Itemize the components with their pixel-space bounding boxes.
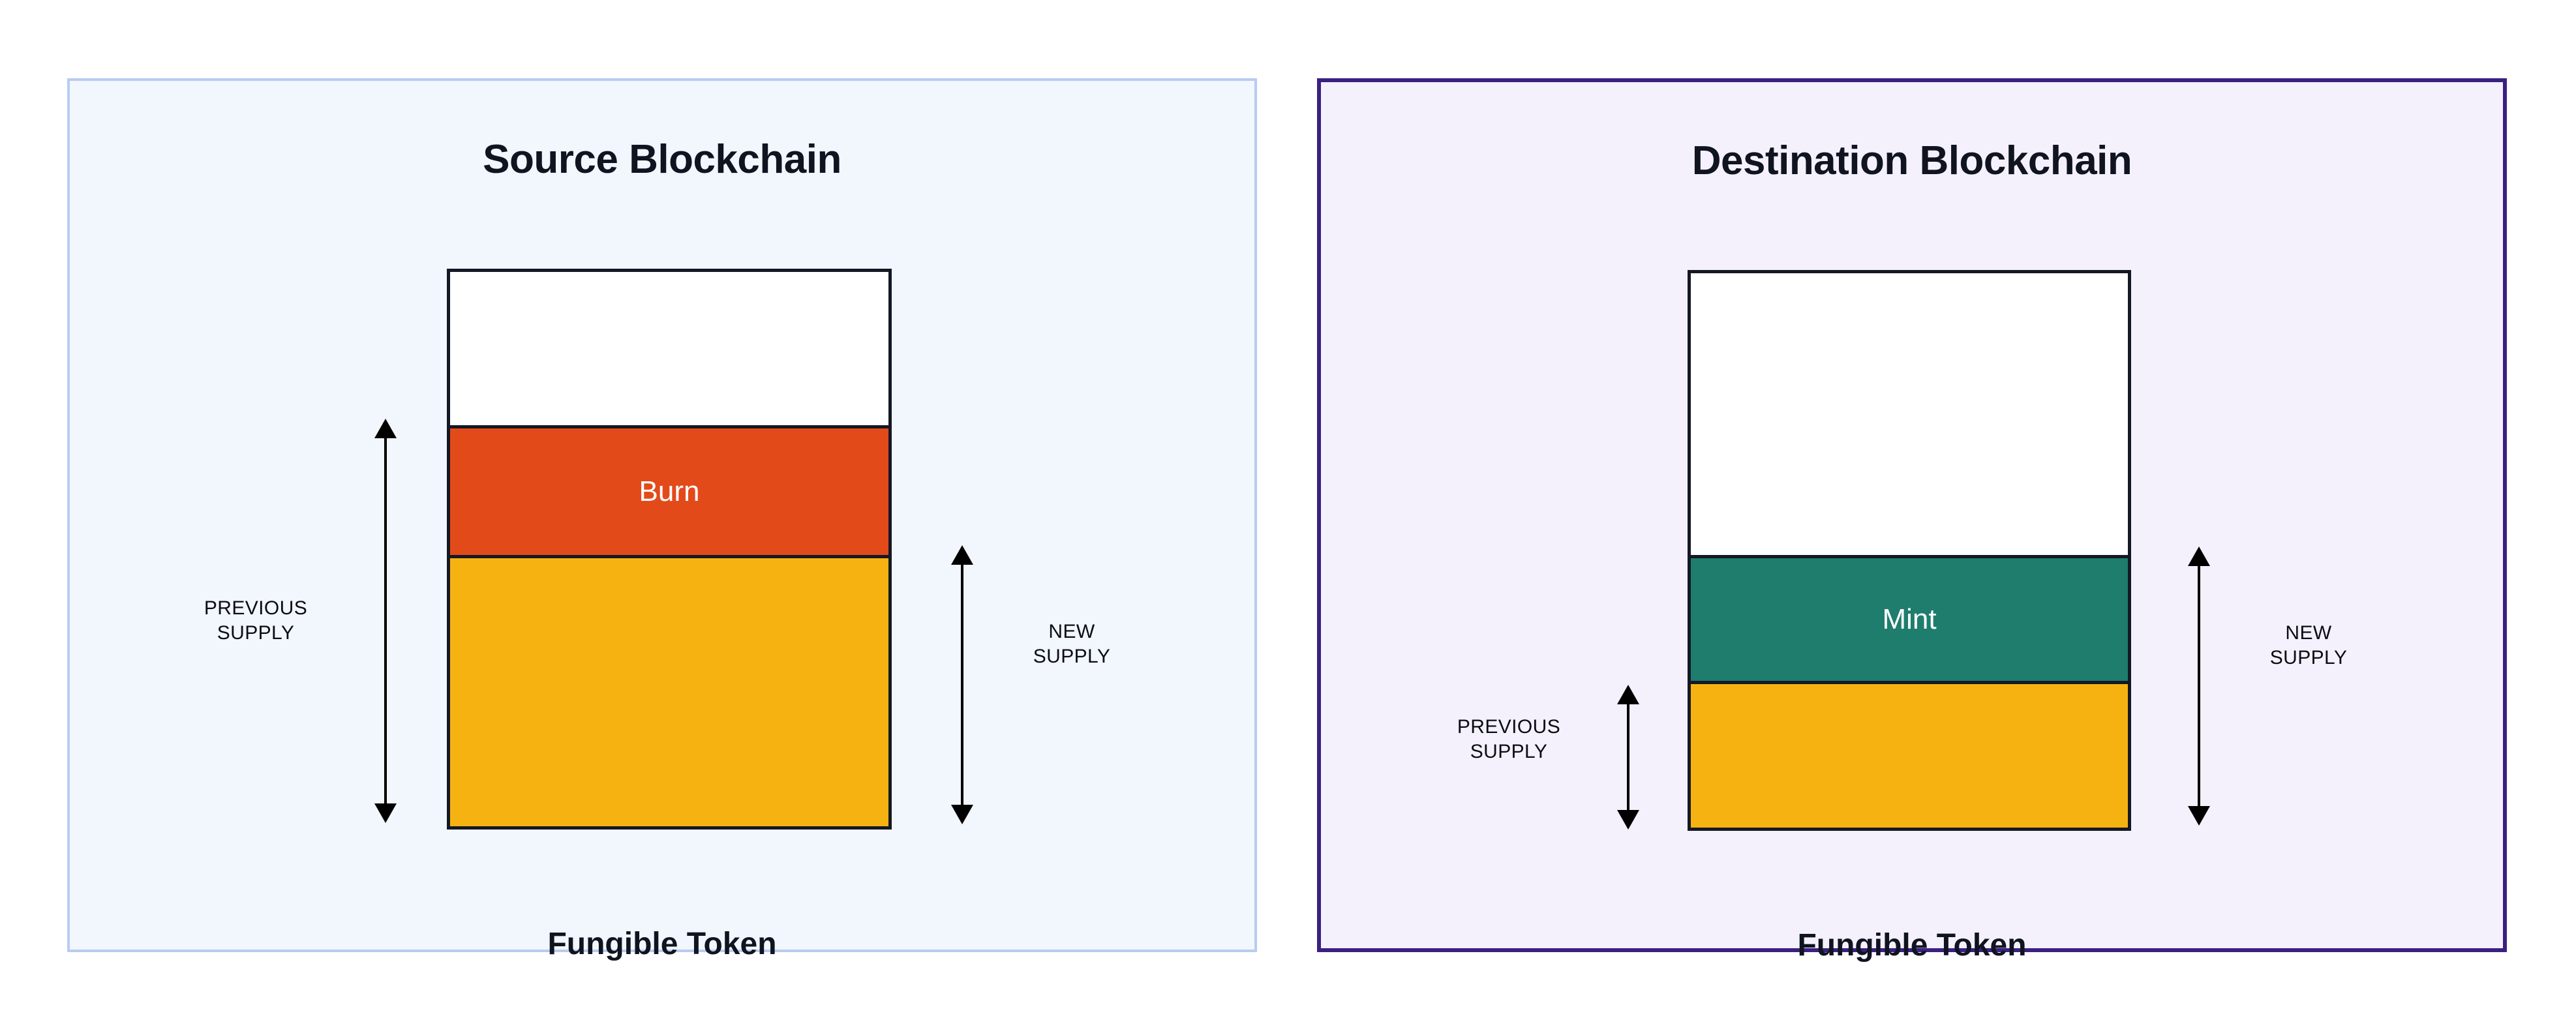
arrow-shaft <box>2198 558 2200 815</box>
destination-blockchain-panel: Destination Blockchain Mint PREVIOUS SUP… <box>1317 78 2507 963</box>
arrow-shaft <box>384 430 387 812</box>
destination-panel-footer-label: Fungible Token <box>1797 928 2027 963</box>
destination-bar-segment-previous-supply <box>1691 684 2128 828</box>
source-panel-title: Source Blockchain <box>483 137 841 182</box>
source-bar-segment-burn: Burn <box>450 425 888 558</box>
destination-previous-supply-label: PREVIOUS SUPPLY <box>1457 716 1561 763</box>
source-previous-supply-measure-arrow <box>371 419 401 823</box>
source-bar-segment-empty-headroom <box>450 272 888 425</box>
arrow-head-down-icon <box>1617 810 1639 830</box>
destination-new-supply-measure-arrow <box>2184 546 2214 826</box>
destination-bar-segment-empty-headroom <box>1691 273 2128 555</box>
arrow-shaft <box>1627 696 1629 818</box>
source-panel-footer-label: Fungible Token <box>547 927 777 961</box>
destination-panel-title: Destination Blockchain <box>1691 138 2132 183</box>
source-new-supply-measure-arrow <box>947 545 977 824</box>
arrow-head-down-icon <box>951 805 973 824</box>
source-blockchain-panel: Source Blockchain Burn PREVIOUS SUPPLY N… <box>67 78 1257 961</box>
source-supply-bar: Burn <box>447 269 892 830</box>
destination-bar-segment-mint: Mint <box>1691 555 2128 684</box>
source-new-supply-label: NEW SUPPLY <box>1033 621 1111 668</box>
destination-previous-supply-measure-arrow <box>1613 685 1643 830</box>
source-previous-supply-label: PREVIOUS SUPPLY <box>204 597 308 644</box>
arrow-head-down-icon <box>374 803 397 823</box>
destination-supply-bar: Mint <box>1688 270 2131 831</box>
arrow-head-down-icon <box>2188 806 2210 826</box>
arrow-shaft <box>961 556 963 813</box>
destination-new-supply-label: NEW SUPPLY <box>2269 622 2348 669</box>
source-bar-segment-remaining-supply <box>450 558 888 826</box>
